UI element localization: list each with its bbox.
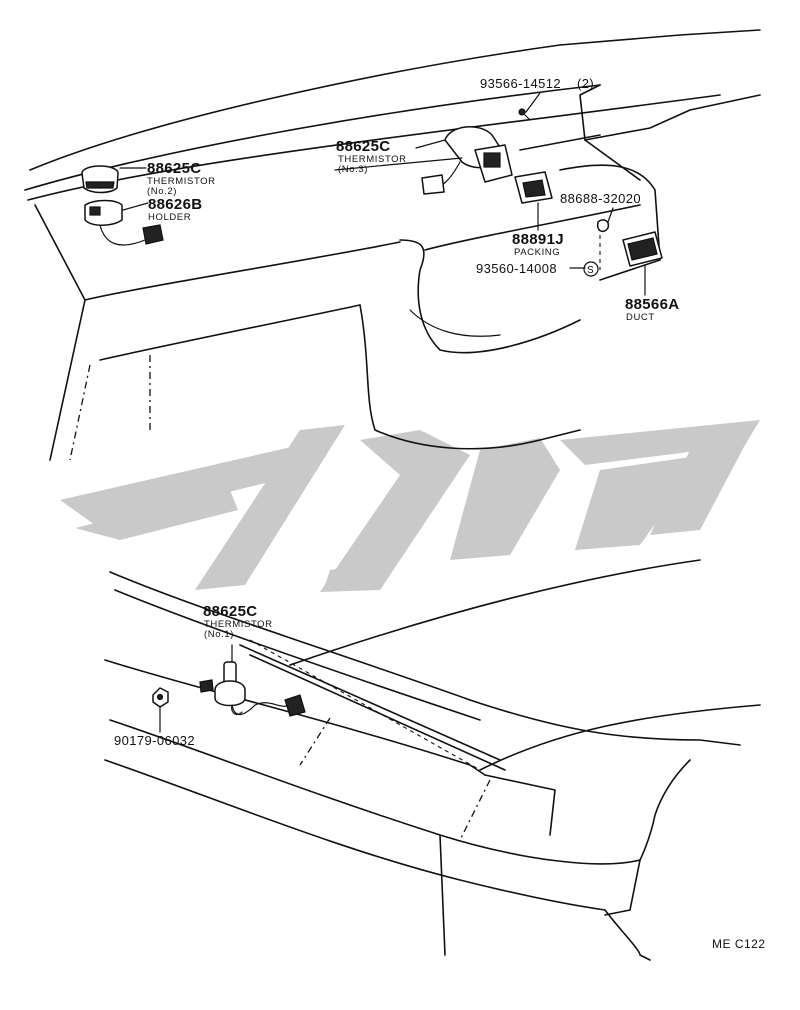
part-number: 88891J bbox=[512, 231, 564, 248]
part-name: PACKING bbox=[514, 247, 560, 258]
packing-part bbox=[514, 171, 553, 204]
part-name: HOLDER bbox=[148, 212, 191, 223]
watermark-logo bbox=[60, 420, 760, 592]
part-number: 93560-14008 bbox=[476, 261, 557, 276]
label-screw-s: 93560-14008 S bbox=[476, 261, 599, 277]
label-thermistor-no1: 88625C THERMISTOR (No.1) bbox=[203, 603, 273, 640]
part-note: (No.2) bbox=[147, 186, 177, 197]
part-number: 88688-32020 bbox=[560, 191, 641, 206]
part-number: 88625C bbox=[147, 160, 201, 177]
part-quantity: (2) bbox=[577, 76, 594, 91]
part-name: THERMISTOR bbox=[204, 619, 273, 630]
part-number: 88625C bbox=[203, 603, 257, 620]
label-screw: 93566-14512 (2) bbox=[480, 76, 594, 91]
part-number: 93566-14512 bbox=[480, 76, 561, 91]
part-note: (No.3) bbox=[338, 164, 368, 175]
lower-body-bumper bbox=[104, 559, 761, 961]
part-name: DUCT bbox=[626, 312, 655, 323]
s-mark: S bbox=[587, 265, 594, 276]
label-holder: 88626B HOLDER bbox=[148, 196, 202, 223]
thermistor-no3-part bbox=[421, 108, 531, 195]
s-mark-circle bbox=[583, 261, 599, 277]
label-thermistor-no3: 88625C THERMISTOR (No.3) bbox=[336, 138, 407, 175]
label-clip: 88688-32020 bbox=[560, 191, 641, 206]
label-duct: 88566A DUCT bbox=[625, 296, 679, 323]
part-name: THERMISTOR bbox=[147, 176, 216, 187]
label-thermistor-no2: 88625C THERMISTOR (No.2) bbox=[147, 160, 216, 197]
part-number: 88625C bbox=[336, 138, 390, 155]
part-note: (No.1) bbox=[204, 629, 234, 640]
label-bolt: 90179-06032 bbox=[114, 733, 195, 748]
bolt-part bbox=[152, 687, 169, 708]
part-number: 90179-06032 bbox=[114, 733, 195, 748]
leader-lines bbox=[119, 92, 646, 771]
duct-part bbox=[596, 219, 663, 270]
label-packing: 88891J PACKING bbox=[512, 231, 564, 258]
diagram-code: ME C122 bbox=[712, 937, 766, 951]
part-number: 88566A bbox=[625, 296, 679, 313]
part-number: 88626B bbox=[148, 196, 202, 213]
thermistor-no2-part bbox=[81, 165, 164, 246]
thermistor-no1-part bbox=[199, 661, 306, 717]
part-name: THERMISTOR bbox=[338, 154, 407, 165]
